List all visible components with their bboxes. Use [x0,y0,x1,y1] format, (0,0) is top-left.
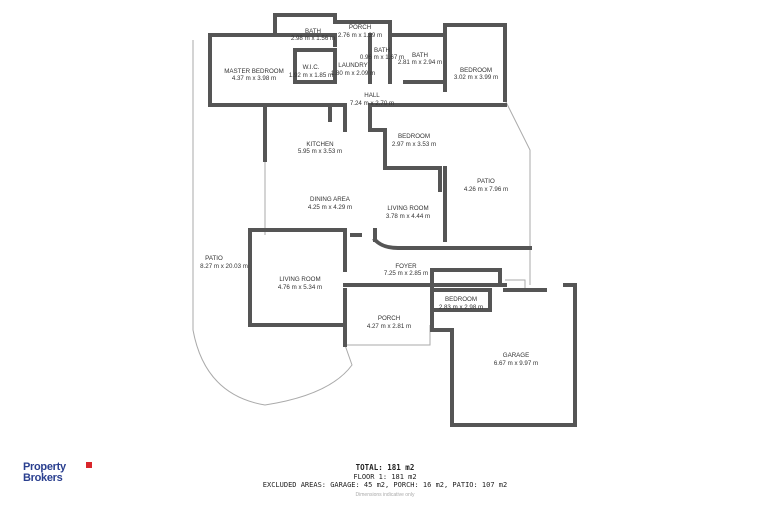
room-bedroom-1-name: BEDROOM [460,67,492,74]
room-foyer-name: FOYER [395,263,417,270]
room-bath-1-name: BATH [305,28,321,35]
room-dining-area-name: DINING AREA [310,196,351,203]
room-bath-2-dims: 0.96 m x 1.67 m [360,54,404,61]
room-porch-top-dims: 2.76 m x 1.39 m [338,32,382,39]
room-porch-bottom-name: PORCH [378,315,400,322]
room-dining-area-dims: 4.25 m x 4.29 m [308,204,352,211]
room-foyer-dims: 7.25 m x 2.85 m [384,270,428,277]
room-patio-right-name: PATIO [477,178,495,185]
room-laundry-name: LAUNDRY [338,62,367,69]
room-master-bedroom-dims: 4.37 m x 3.98 m [232,75,276,82]
room-bedroom-3-name: BEDROOM [445,296,477,303]
wall-layer [208,13,577,427]
room-patio-left-dims: 8.27 m x 20.03 m [200,263,248,270]
summary-floor: FLOOR 1: 181 m2 [353,473,417,481]
room-garage-name: GARAGE [503,352,529,359]
room-living-room-2-name: LIVING ROOM [279,276,320,283]
room-kitchen-dims: 5.95 m x 3.53 m [298,148,342,155]
room-labels: BATH 2.98 m x 1.56 m PORCH 2.76 m x 1.39… [200,24,538,367]
room-wic-name: W.I.C. [303,64,320,71]
room-bath-2-name: BATH [374,47,390,54]
room-patio-left-name: PATIO [205,255,223,262]
room-master-bedroom-name: MASTER BEDROOM [224,68,283,75]
room-bedroom-2-dims: 2.97 m x 3.53 m [392,141,436,148]
room-bedroom-3-dims: 2.83 m x 2.98 m [439,304,483,311]
logo-accent-icon [86,462,92,468]
summary-note: Dimensions indicative only [355,492,415,498]
room-garage-dims: 6.67 m x 9.97 m [494,360,538,367]
room-wic-dims: 1.92 m x 1.85 m [289,72,333,79]
room-living-room-1-dims: 3.78 m x 4.44 m [386,213,430,220]
room-bath-3-dims: 2.81 m x 2.94 m [398,59,442,66]
room-porch-bottom-dims: 4.27 m x 2.81 m [367,323,411,330]
logo-line-1: Property [23,461,66,473]
room-living-room-2-dims: 4.76 m x 5.34 m [278,284,322,291]
outline-layer [192,40,531,406]
summary-excluded: EXCLUDED AREAS: GARAGE: 45 m2, PORCH: 16… [262,481,508,489]
brand-logo: Property Brokers [23,462,93,494]
room-kitchen-name: KITCHEN [306,141,333,148]
room-hall-dims: 7.24 m x 2.70 m [350,100,394,107]
room-laundry-dims: 1.80 m x 2.09 m [331,70,375,77]
room-porch-top-name: PORCH [349,24,371,31]
room-bath-3-name: BATH [412,52,428,59]
room-hall-name: HALL [364,92,380,99]
room-patio-right-dims: 4.26 m x 7.96 m [464,186,508,193]
room-bedroom-2-name: BEDROOM [398,133,430,140]
summary-total: TOTAL: 181 m2 [355,463,415,472]
room-bath-1-dims: 2.98 m x 1.56 m [291,35,335,42]
room-living-room-1-name: LIVING ROOM [387,205,428,212]
logo-line-2: Brokers [23,472,63,484]
room-bedroom-1-dims: 3.02 m x 3.99 m [454,74,498,81]
